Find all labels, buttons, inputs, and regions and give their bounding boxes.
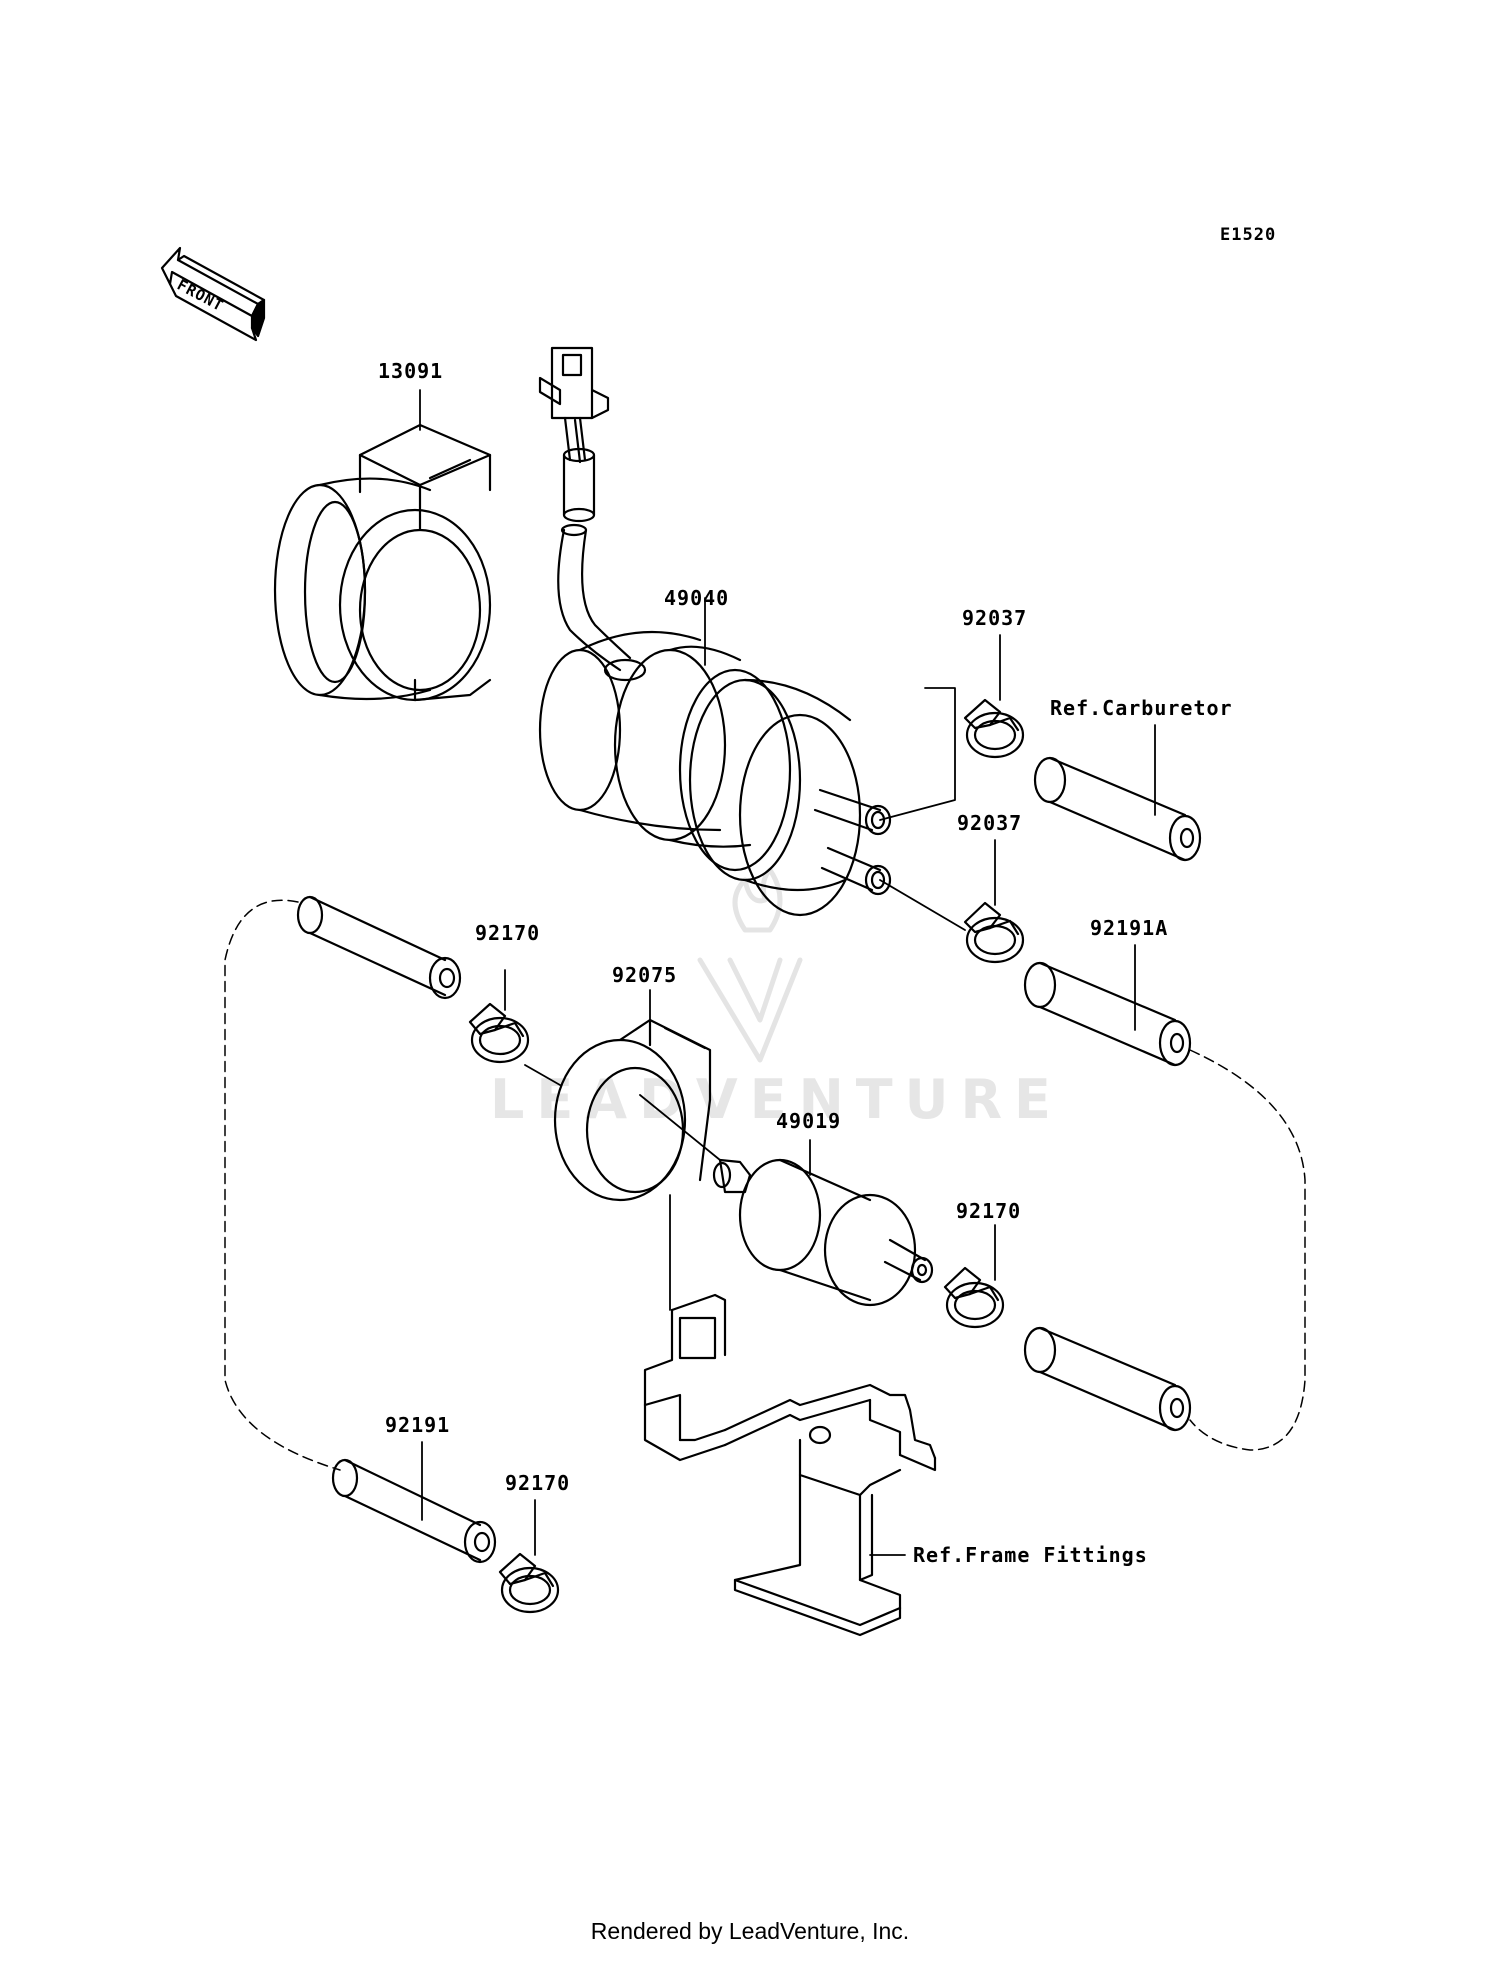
hose-92191A	[1023, 961, 1192, 1067]
part-label-13091: 13091	[378, 359, 443, 383]
leader-lines	[419, 389, 1156, 1556]
watermark-logo	[697, 867, 803, 1063]
clip-92037-upper	[963, 698, 1025, 759]
carburetor-hose	[1033, 756, 1202, 862]
front-arrow-icon	[160, 246, 266, 342]
diagram-code: E1520	[1220, 225, 1276, 245]
watermark-text: LEADVENTURE	[490, 1068, 1063, 1131]
part-label-92170-left: 92170	[475, 921, 540, 945]
part-label-92170-right: 92170	[956, 1199, 1021, 1223]
clip-92170-right	[943, 1266, 1005, 1329]
rubber-holder-13091	[273, 423, 492, 702]
part-label-92191: 92191	[385, 1413, 450, 1437]
fuel-filter-49019	[712, 1158, 934, 1307]
part-label-92191A: 92191A	[1090, 916, 1168, 940]
part-label-49040: 49040	[664, 586, 729, 610]
fuel-pump-49040	[538, 630, 892, 917]
clip-92170-lower	[498, 1552, 560, 1614]
ref-carburetor: Ref.Carburetor	[1050, 696, 1233, 720]
wire-connector	[538, 346, 632, 672]
part-label-92170-lower: 92170	[505, 1471, 570, 1495]
part-label-92037-lower: 92037	[957, 811, 1022, 835]
clip-92037-lower	[963, 901, 1025, 964]
frame-bracket	[643, 1293, 937, 1637]
clip-92170-left	[468, 1002, 530, 1064]
hose-right-lower	[1023, 1326, 1192, 1432]
part-label-92037-upper: 92037	[962, 606, 1027, 630]
footer-credit: Rendered by LeadVenture, Inc.	[590, 1918, 910, 1944]
ref-frame-fittings: Ref.Frame Fittings	[913, 1543, 1148, 1567]
fuel-line-route	[224, 899, 1306, 1471]
hose-left-upper	[296, 895, 462, 1000]
part-label-49019: 49019	[776, 1109, 841, 1133]
part-label-92075: 92075	[612, 963, 677, 987]
hose-92191	[331, 1458, 497, 1564]
